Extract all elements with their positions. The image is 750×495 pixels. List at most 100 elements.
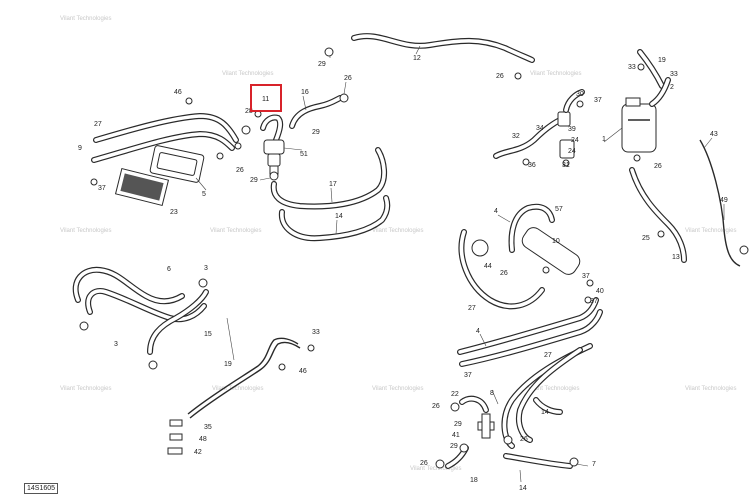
hose-11 — [260, 114, 284, 143]
watermark: Vilant Technologies — [222, 71, 273, 77]
radiator-23 — [114, 167, 170, 207]
watermark: Vilant Technologies — [530, 71, 581, 77]
hose-14-bottom — [503, 453, 573, 469]
callout-2: 2 — [670, 84, 674, 91]
hose-27-center — [458, 229, 545, 310]
leader-lines — [195, 45, 725, 483]
watermark: Vilant Technologies — [372, 228, 423, 234]
callout-26: 26 — [654, 163, 662, 170]
callout-25: 25 — [642, 235, 650, 242]
callout-26: 26 — [520, 436, 528, 443]
callout-28: 28 — [245, 108, 253, 115]
callout-9: 9 — [78, 145, 82, 152]
hose-16 — [289, 95, 343, 129]
watermark: Vilant Technologies — [528, 386, 579, 392]
callout-3: 3 — [204, 265, 208, 272]
callout-13: 13 — [672, 254, 680, 261]
callout-24: 24 — [571, 137, 579, 144]
hose-6-15 — [72, 266, 209, 355]
callout-43: 43 — [710, 131, 718, 138]
watermark: Vilant Technologies — [60, 16, 111, 22]
callout-22: 22 — [451, 391, 459, 398]
hose-12 — [351, 33, 535, 63]
callout-19: 19 — [658, 57, 666, 64]
callout-35: 35 — [204, 424, 212, 431]
callout-37: 37 — [98, 185, 106, 192]
highlight-box — [250, 84, 282, 112]
callout-31: 31 — [562, 162, 570, 169]
callout-33: 33 — [312, 329, 320, 336]
watermark: Vilant Technologies — [212, 386, 263, 392]
callout-26: 26 — [420, 460, 428, 467]
watermark: Vilant Technologies — [372, 386, 423, 392]
callout-46: 46 — [299, 368, 307, 375]
callout-3: 3 — [114, 341, 118, 348]
callout-30: 30 — [576, 91, 584, 98]
callout-24: 24 — [568, 148, 576, 155]
callout-34: 34 — [536, 125, 544, 132]
callout-1: 1 — [602, 136, 606, 143]
callout-5: 5 — [202, 191, 206, 198]
callout-27: 27 — [544, 352, 552, 359]
callout-12: 12 — [413, 55, 421, 62]
callout-40: 40 — [596, 288, 604, 295]
callout-26: 26 — [496, 73, 504, 80]
callout-26: 26 — [500, 270, 508, 277]
callout-46: 46 — [174, 89, 182, 96]
callout-29: 29 — [454, 421, 462, 428]
callout-27: 27 — [468, 305, 476, 312]
tubes-4 — [457, 297, 603, 367]
hose-14-upper — [278, 195, 391, 242]
hose-17 — [270, 147, 387, 210]
callout-15: 15 — [204, 331, 212, 338]
callout-29: 29 — [318, 61, 326, 68]
callout-37: 37 — [594, 97, 602, 104]
callout-10: 10 — [552, 238, 560, 245]
callout-6: 6 — [167, 266, 171, 273]
callout-37: 37 — [582, 273, 590, 280]
reservoir-1 — [621, 49, 741, 267]
hose-10 — [508, 203, 555, 253]
callout-57: 57 — [555, 206, 563, 213]
callout-17: 17 — [329, 181, 337, 188]
callout-49: 49 — [720, 197, 728, 204]
callouts: 12 29 26 16 11 28 29 51 29 17 14 46 27 9… — [78, 55, 728, 492]
watermark: Vilant Technologies — [60, 228, 111, 234]
callout-26: 26 — [344, 75, 352, 82]
callout-27: 27 — [94, 121, 102, 128]
callout-33: 33 — [628, 64, 636, 71]
callout-26: 26 — [236, 167, 244, 174]
callout-19: 19 — [224, 361, 232, 368]
callout-16: 16 — [301, 89, 309, 96]
callout-4: 4 — [476, 328, 480, 335]
watermark: Vilant Technologies — [410, 466, 461, 472]
callout-51: 51 — [300, 151, 308, 158]
tube-27-left — [91, 113, 239, 163]
callout-29: 29 — [312, 129, 320, 136]
fittings-35-48-42 — [167, 419, 183, 455]
callout-48: 48 — [199, 436, 207, 443]
callout-44: 44 — [484, 263, 492, 270]
callout-18: 18 — [470, 477, 478, 484]
callout-7: 7 — [592, 461, 596, 468]
clamps — [79, 47, 749, 469]
callout-23: 23 — [170, 209, 178, 216]
tank-10 — [521, 227, 581, 275]
oil-cooler-5 — [149, 145, 205, 183]
tube-19 — [187, 337, 301, 419]
callout-14: 14 — [541, 409, 549, 416]
valve-assembly-30 — [493, 89, 585, 159]
callout-8: 8 — [490, 390, 494, 397]
callout-11: 11 — [262, 96, 269, 103]
watermark: Vilant Technologies — [685, 386, 736, 392]
callout-42: 42 — [194, 449, 202, 456]
callout-37: 37 — [590, 298, 598, 305]
watermark: Vilant Technologies — [210, 228, 261, 234]
watermark: Vilant Technologies — [60, 386, 111, 392]
callout-29: 29 — [250, 177, 258, 184]
hoses-8-14-lower — [501, 343, 593, 449]
callout-29: 29 — [450, 443, 458, 450]
callout-36: 36 — [528, 162, 536, 169]
callout-32: 32 — [512, 133, 520, 140]
